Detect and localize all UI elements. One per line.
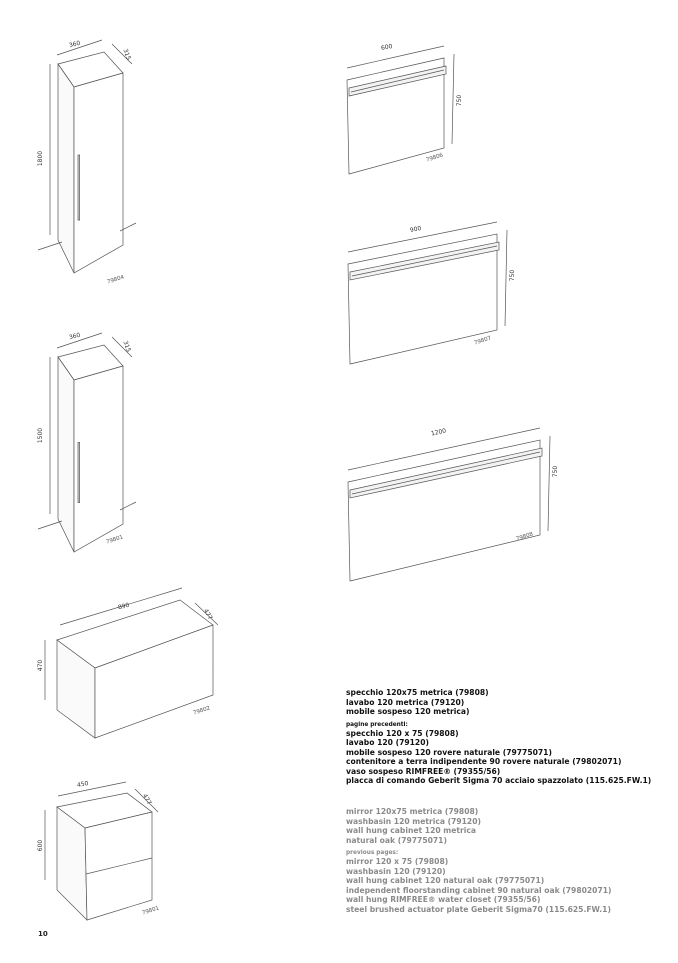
italian-description: specchio 120x75 metrica (79808) lavabo 1… xyxy=(346,688,651,786)
cabinet-handle xyxy=(77,442,80,503)
line: mobile sospeso 120 metrica) xyxy=(346,707,470,716)
line: lavabo 120 metrica (79120) xyxy=(346,697,465,707)
dim-height: 600 xyxy=(37,839,45,852)
dimension-line xyxy=(451,53,455,145)
english-description: mirror 120x75 metrica (79808) washbasin … xyxy=(346,807,612,914)
dim-height: 470 xyxy=(37,659,45,672)
line: mirror 120x75 metrica (79808) xyxy=(346,807,479,816)
dimension-line xyxy=(59,587,183,626)
dimension-line xyxy=(504,229,508,327)
line: wall hung cabinet 120 natural oak (79775… xyxy=(346,876,545,885)
previous-pages-label: previous pages: xyxy=(346,850,399,856)
floor-line xyxy=(119,222,137,232)
dimension-line xyxy=(134,788,159,813)
dimension-line xyxy=(111,336,133,358)
line: lavabo 120 (79120) xyxy=(346,738,429,747)
dim-height: 750 xyxy=(509,269,517,282)
dimension-line xyxy=(111,43,133,65)
floor-line xyxy=(37,241,63,251)
line: washbasin 120 (79120) xyxy=(346,866,446,876)
line: vaso sospeso RIMFREE® (79355/56) xyxy=(346,766,501,776)
shelf-edge xyxy=(350,69,445,93)
dimension-line xyxy=(56,39,103,56)
shelf-edge xyxy=(351,245,498,277)
cabinet-front xyxy=(73,72,124,274)
line: wall hung RIMFREE® water closet (79355/5… xyxy=(346,895,541,904)
dimension-line xyxy=(194,602,219,626)
dimension-line xyxy=(346,45,445,69)
cabinet-handle xyxy=(77,154,80,221)
dimension-line xyxy=(347,427,541,471)
page-number: 10 xyxy=(38,930,48,938)
dimension-line xyxy=(347,221,498,253)
drawer-line xyxy=(85,857,153,875)
line: placca di comando Geberit Sigma 70 accia… xyxy=(346,776,652,785)
line: specchio 120 x 75 (79808) xyxy=(346,728,459,738)
line: steel brushed actuator plate Geberit Sig… xyxy=(346,904,611,914)
cabinet-side xyxy=(57,62,75,274)
mirror-panel xyxy=(347,439,541,582)
line: washbasin 120 metrica (79120) xyxy=(346,816,481,826)
line: natural oak (79775071) xyxy=(346,835,447,845)
line: independent floorstanding cabinet 90 nat… xyxy=(346,885,612,895)
cabinet-front xyxy=(94,624,214,739)
dim-height: 1800 xyxy=(37,150,45,167)
dimension-line xyxy=(547,435,551,532)
line: wall hung cabinet 120 metrica xyxy=(346,826,476,835)
dimension-line xyxy=(57,781,127,797)
dim-height: 750 xyxy=(552,465,560,478)
dim-height: 750 xyxy=(456,94,464,107)
previous-pages-label: pagine precedenti: xyxy=(346,721,408,728)
dimension-line xyxy=(56,332,103,349)
floor-line xyxy=(119,501,137,511)
line: mobile sospeso 120 rovere naturale (7977… xyxy=(346,747,552,757)
line: specchio 120x75 metrica (79808) xyxy=(346,688,489,697)
cabinet-front xyxy=(73,365,124,553)
shelf-edge xyxy=(351,451,541,495)
line: mirror 120 x 75 (79808) xyxy=(346,857,449,866)
floor-line xyxy=(37,520,63,530)
dim-height: 1500 xyxy=(37,427,45,444)
cabinet-side xyxy=(57,355,75,553)
line: contenitore a terra indipendente 90 rove… xyxy=(346,757,622,766)
